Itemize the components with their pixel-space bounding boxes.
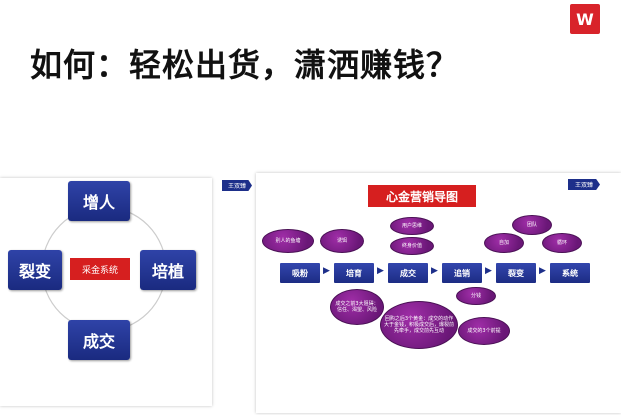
flow-step-1: 吸粉	[280, 263, 320, 283]
page-title: 如何：轻松出货，潇洒赚钱？	[30, 46, 460, 84]
right-diagram-slide: 心金营销导图 王双臻 吸粉 ▶ 培育 ▶ 成交 ▶ 追销 ▶ 裂变 ▶ 系统 别…	[256, 173, 621, 413]
map-title: 心金营销导图	[368, 185, 476, 207]
bubble-bait: 诱饵	[320, 229, 364, 253]
node-top: 增人	[68, 181, 130, 221]
bubble-three-premises: 成交的3个前提	[458, 317, 510, 345]
arrow-right-icon: ▶	[431, 266, 438, 276]
bubble-user-thinking: 用户思维	[390, 217, 434, 235]
arrow-right-icon: ▶	[539, 266, 546, 276]
arrow-right-icon: ▶	[323, 266, 330, 276]
flow-step-3: 成交	[388, 263, 428, 283]
bubble-three-obstacles: 成交之前3大阻碍：信任、渴望、风险	[330, 289, 384, 325]
brand-logo: W	[570, 4, 600, 34]
bubble-lifetime-value: 终身价值	[390, 237, 434, 255]
arrow-right-icon: ▶	[377, 266, 384, 276]
bubble-loop: 循环	[542, 233, 582, 253]
node-center: 采金系统	[70, 258, 130, 280]
bubble-split-money: 分钱	[456, 287, 496, 305]
node-right: 培植	[140, 250, 196, 290]
arrow-right-icon: ▶	[485, 266, 492, 276]
author-tag-right: 王双臻	[568, 179, 600, 190]
author-tag-left: 王双臻	[222, 180, 252, 191]
flow-step-6: 系统	[550, 263, 590, 283]
bubble-team: 团队	[512, 215, 552, 235]
bubble-fish-pond: 别人的鱼塘	[262, 229, 314, 253]
node-left: 裂变	[8, 250, 62, 290]
flow-step-2: 培育	[334, 263, 374, 283]
left-diagram-slide: 增人 裂变 采金系统 培植 成交	[0, 178, 212, 406]
bubble-after-purchase: 回购之后3个黄金：成交的动作大于金钱，积极成交后，爆裂前先牵手，成交前先互动	[380, 301, 458, 349]
flow-step-4: 追销	[442, 263, 482, 283]
bubble-self-add: 自加	[484, 233, 524, 253]
flow-step-5: 裂变	[496, 263, 536, 283]
node-bottom: 成交	[68, 320, 130, 360]
